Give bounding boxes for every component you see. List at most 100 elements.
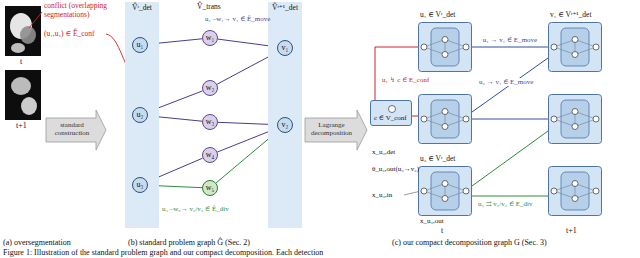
text-label: θ_u₃,out(u₃→v₂) [372, 165, 416, 173]
text-label: u₁ ↯ c ∈ E_conf [382, 76, 429, 84]
conflict-box: c ∈ V_conf [370, 100, 412, 126]
text-label: (a) oversegmentation [3, 238, 71, 247]
variable-node [421, 188, 427, 194]
node-label: w₁ [206, 31, 215, 45]
detection-node: v₁ [277, 40, 293, 56]
node-label: w₂ [206, 81, 215, 95]
division-line [472, 131, 548, 186]
box-outline [419, 23, 472, 72]
text-label: standard construction [47, 121, 97, 137]
text-label: (b) standard problem graph Ĝ (Sec. 2) [128, 238, 250, 247]
node-label: v₁ [282, 41, 289, 55]
detection-node: u₁ [132, 37, 148, 53]
box-heading: u₃ ∈ Vᵗ_det [420, 155, 455, 163]
text-label: x_u₃,det [372, 148, 395, 156]
variable-node [442, 181, 448, 187]
detection-subbox [561, 172, 589, 210]
text-label: x_u₃,out [420, 217, 444, 225]
transition-node: w₄ [202, 147, 218, 163]
variable-node [572, 124, 578, 130]
frame-image [5, 6, 41, 56]
text-label: t [441, 226, 443, 235]
box-outline [549, 95, 602, 144]
variable-node [442, 52, 448, 58]
time-band: V̂ᵗ_detu₁u₂u₃ [125, 2, 159, 228]
detection-subbox [561, 28, 589, 66]
detection-subbox [561, 100, 589, 138]
figure-caption: Figure 1: Illustration of the standard p… [3, 248, 323, 257]
text-label: x_u₃,in [372, 191, 392, 199]
text-label: (c) our compact decomposition graph G (S… [392, 238, 547, 247]
node-label: v₂ [282, 118, 289, 132]
variable-node [572, 109, 578, 115]
edge-line [375, 47, 418, 100]
text-label: t [20, 57, 22, 66]
box-figure [418, 22, 472, 72]
variable-node [593, 188, 599, 194]
division-line [472, 196, 548, 197]
box-outline [549, 167, 602, 216]
transition-node: w₁ [202, 30, 218, 46]
box-outline [549, 23, 602, 72]
text-label: t+1 [16, 121, 27, 130]
node-label: u₁ [137, 38, 144, 52]
box-figure [418, 166, 472, 216]
variable-node [442, 109, 448, 115]
move-line [472, 119, 548, 120]
text-label: V̂_trans [197, 3, 221, 12]
variable-node [572, 52, 578, 58]
variable-node [551, 116, 557, 122]
detection-node: u₃ [132, 177, 148, 193]
variable-node [442, 196, 448, 202]
segment [11, 77, 31, 95]
variable-node [463, 116, 469, 122]
node-label: V̂ᵗ⁺¹_det [272, 4, 298, 12]
detection-subbox [431, 100, 459, 138]
node-label: V̂ᵗ_det [132, 4, 152, 12]
variable-node [572, 181, 578, 187]
frame-image [5, 70, 41, 120]
segment [11, 43, 25, 53]
transition-node: w₅ [202, 180, 218, 196]
variable-node [551, 188, 557, 194]
detection-node: v₂ [277, 117, 293, 133]
text-label: conflict (overlapping segmentations) [44, 2, 110, 19]
box-heading: u₁ ∈ Vᵗ_det [420, 11, 455, 19]
text-label: t+1 [566, 226, 577, 235]
detection-subbox [431, 28, 459, 66]
node-label: w₅ [206, 181, 215, 195]
node-label: w₃ [206, 115, 215, 129]
variable-node [463, 188, 469, 194]
variable-node [463, 44, 469, 50]
box-heading: v₁ ∈ Vᵗ⁺¹_det [550, 11, 592, 19]
box-figure [371, 101, 413, 127]
detection-subbox [431, 172, 459, 210]
variable-node [551, 44, 557, 50]
text-label: u₂ → v₁ ∈ E_move [478, 78, 534, 86]
text-label: (u₁,u₂) ∈ Ê_conf [44, 30, 95, 39]
process-arrow [46, 110, 106, 150]
text-label: Lagrange decomposition [306, 121, 357, 137]
edge-label: u₁ → v₁ ∈ E_move [482, 37, 538, 45]
box-figure [548, 22, 602, 72]
text-label: u₃ ⇉ v₂/v₃ ∈ E_div [478, 200, 533, 208]
variable-node [389, 106, 396, 113]
box-outline [419, 167, 472, 216]
segment [21, 97, 37, 115]
variable-node [442, 124, 448, 130]
move-line [472, 58, 548, 112]
process-arrow [305, 110, 367, 150]
text-label: u₁ –w₁→ v₁ ∈ Ê_move [205, 15, 270, 23]
node-label: u₃ [137, 178, 144, 192]
time-band: V̂ᵗ⁺¹_det v₁ v₂ [268, 2, 302, 228]
box-outline [419, 95, 472, 144]
transition-node: w₃ [202, 114, 218, 130]
variable-node [593, 44, 599, 50]
variable-node [593, 116, 599, 122]
box-group [419, 95, 602, 216]
variable-node [421, 116, 427, 122]
transition-node: w₂ [202, 80, 218, 96]
detection-box: u₁ ∈ Vᵗ_det [418, 22, 472, 72]
variable-node [421, 44, 427, 50]
